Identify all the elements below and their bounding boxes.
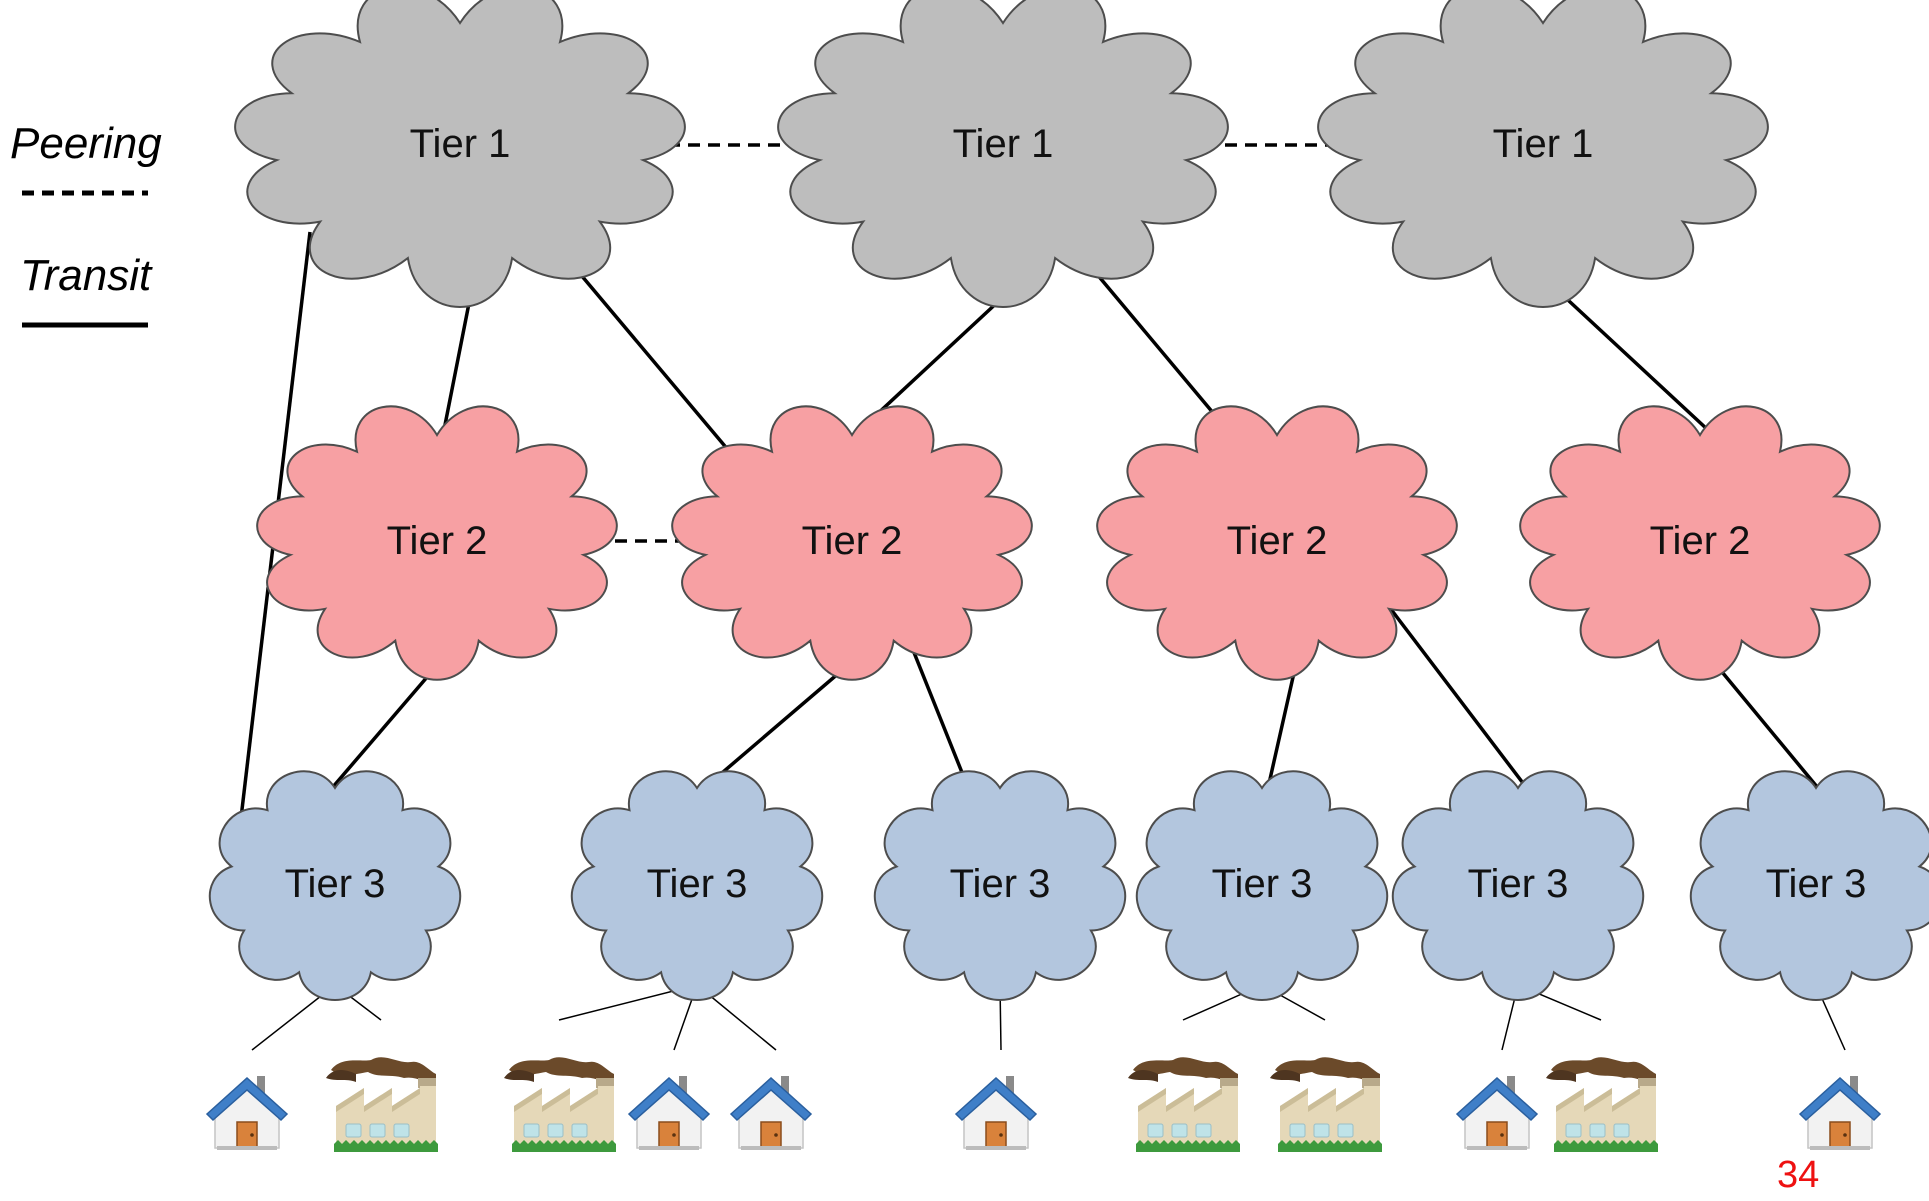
endpoints-layer	[206, 1056, 1881, 1153]
cloud-shape	[777, 0, 1229, 308]
tier3-label: Tier 3	[1468, 862, 1569, 906]
house-icon	[628, 1075, 710, 1151]
cloud-shape	[234, 0, 686, 308]
tier2-cloud: Tier 2	[671, 405, 1033, 681]
tier1-cloud: Tier 1	[1317, 0, 1769, 308]
cloud-shape	[1317, 0, 1769, 308]
tier2-cloud: Tier 2	[1096, 405, 1458, 681]
transit-link	[700, 653, 862, 792]
tier3-cloud: Tier 3	[1391, 770, 1645, 1001]
cloud-shape	[671, 405, 1033, 681]
tier3-cloud: Tier 3	[208, 770, 462, 1001]
tier3-cloud: Tier 3	[1689, 770, 1929, 1001]
tier3-label: Tier 3	[1766, 862, 1867, 906]
factory-icon	[1545, 1056, 1659, 1153]
tier1-cloud: Tier 1	[234, 0, 686, 308]
tier3-label: Tier 3	[285, 862, 386, 906]
tier3-label: Tier 3	[1212, 862, 1313, 906]
tier1-label: Tier 1	[953, 122, 1054, 166]
transit-link	[1706, 653, 1820, 790]
cloud-shape	[873, 770, 1127, 1001]
tier1-cloud: Tier 1	[777, 0, 1229, 308]
tier1-label: Tier 1	[410, 122, 511, 166]
tier3-cloud: Tier 3	[1135, 770, 1389, 1001]
legend: Peering Transit	[10, 119, 162, 328]
tier2-cloud: Tier 2	[1519, 405, 1881, 681]
cloud-shape	[570, 770, 824, 1001]
house-icon	[730, 1075, 812, 1151]
transit-link	[1388, 606, 1534, 797]
tier2-label: Tier 2	[1227, 519, 1328, 563]
cloud-shape	[1096, 405, 1458, 681]
cloud-shape	[208, 770, 462, 1001]
tier2-cloud: Tier 2	[256, 405, 618, 681]
tier2-label: Tier 2	[387, 519, 488, 563]
tier2-label: Tier 2	[1650, 519, 1751, 563]
cloud-shape	[1391, 770, 1645, 1001]
cloud-shape	[1689, 770, 1929, 1001]
house-icon	[206, 1075, 288, 1151]
factory-icon	[503, 1056, 617, 1153]
transit-link	[558, 248, 747, 472]
house-icon	[955, 1075, 1037, 1151]
cloud-shape	[1135, 770, 1389, 1001]
page-number: 34	[1777, 1154, 1819, 1196]
transit-link	[442, 287, 474, 431]
tier1-label: Tier 1	[1493, 122, 1594, 166]
house-icon	[1456, 1075, 1538, 1151]
cloud-shape	[1519, 405, 1881, 681]
factory-icon	[1269, 1056, 1383, 1153]
factory-icon	[1127, 1056, 1241, 1153]
tier3-cloud: Tier 3	[873, 770, 1127, 1001]
cloud-shape	[256, 405, 618, 681]
legend-peering-label: Peering	[10, 119, 162, 168]
house-icon	[1799, 1075, 1881, 1151]
transit-link	[1553, 286, 1710, 432]
transit-link	[858, 284, 1017, 432]
tier3-cloud: Tier 3	[570, 770, 824, 1001]
tier2-label: Tier 2	[802, 519, 903, 563]
legend-transit-label: Transit	[20, 251, 153, 300]
tier3-label: Tier 3	[950, 862, 1051, 906]
clouds-layer: Tier 1 Tier 1 Tier 1 Tier 2 Tier 2 Tier 2 Tier…	[208, 0, 1929, 1001]
factory-icon	[325, 1056, 439, 1153]
tier3-label: Tier 3	[647, 862, 748, 906]
